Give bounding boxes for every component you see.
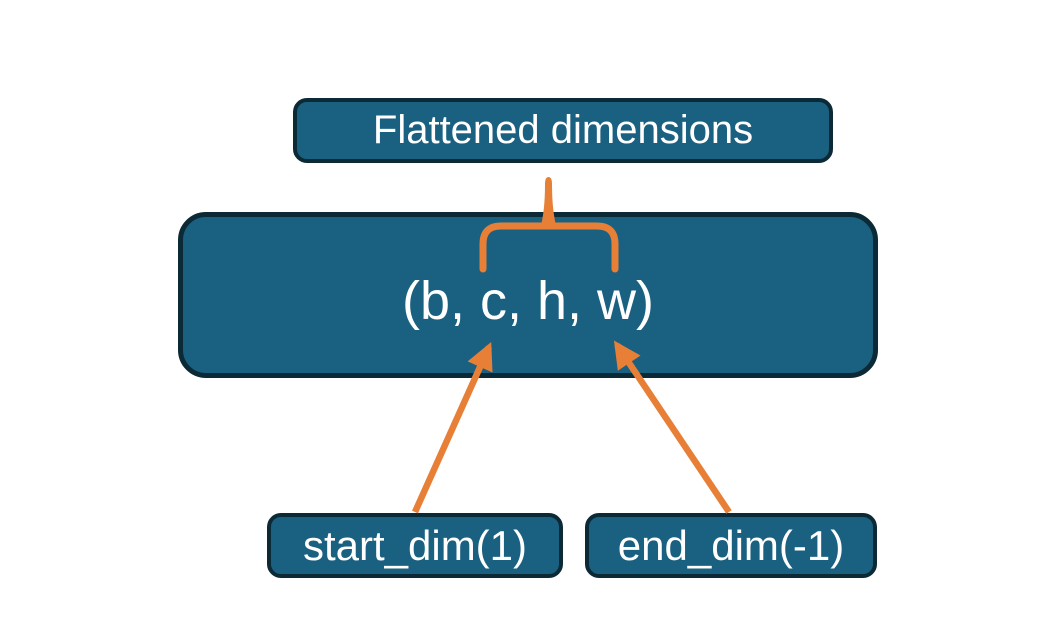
flattened-dimensions-label: Flattened dimensions [372, 108, 754, 152]
end-dim-box: end_dim(-1) [585, 513, 877, 578]
start-dim-label: start_dim(1) [302, 521, 528, 569]
start-dim-box: start_dim(1) [267, 513, 563, 578]
flattened-dimensions-box: Flattened dimensions [293, 98, 833, 163]
tensor-shape-label: (b, c, h, w) [401, 271, 655, 331]
tensor-shape-box: (b, c, h, w) [178, 212, 878, 378]
end-dim-label: end_dim(-1) [617, 521, 845, 569]
